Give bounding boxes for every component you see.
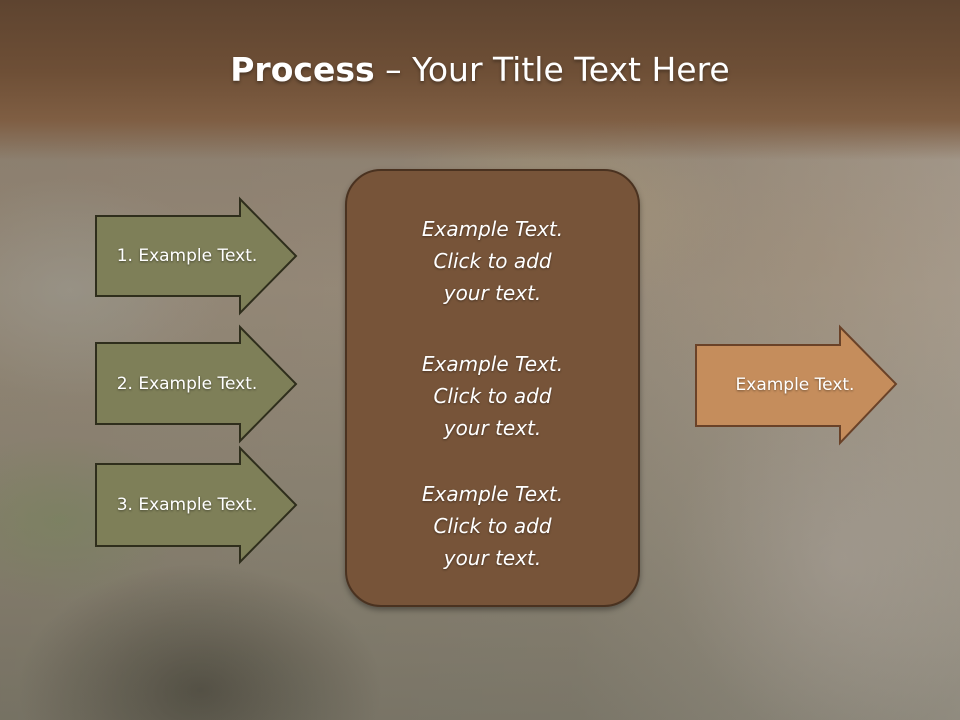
output-arrow[interactable]: Example Text. <box>695 324 900 446</box>
title-band <box>0 0 960 160</box>
center-paragraph-3[interactable]: Example Text. Click to add your text. <box>421 482 564 570</box>
center-process-box[interactable] <box>345 169 640 607</box>
title-rest: – Your Title Text Here <box>374 50 730 89</box>
step-arrow-3-label: 3. Example Text. <box>116 495 258 515</box>
step-arrow-2[interactable]: 2. Example Text. <box>95 324 300 444</box>
slide-title[interactable]: Process – Your Title Text Here <box>0 50 960 89</box>
step-arrow-1-label: 1. Example Text. <box>116 246 258 266</box>
step-arrow-2-label: 2. Example Text. <box>116 374 258 394</box>
step-arrow-1-shape <box>95 196 298 316</box>
step-arrow-2-shape <box>95 324 298 444</box>
output-arrow-shape <box>695 324 898 446</box>
step-arrow-3-shape <box>95 445 298 565</box>
center-paragraph-2[interactable]: Example Text. Click to add your text. <box>421 352 564 440</box>
center-paragraph-1[interactable]: Example Text. Click to add your text. <box>421 217 564 305</box>
title-bold: Process <box>230 50 375 89</box>
step-arrow-1[interactable]: 1. Example Text. <box>95 196 300 316</box>
output-arrow-label: Example Text. <box>735 375 855 395</box>
step-arrow-3[interactable]: 3. Example Text. <box>95 445 300 565</box>
